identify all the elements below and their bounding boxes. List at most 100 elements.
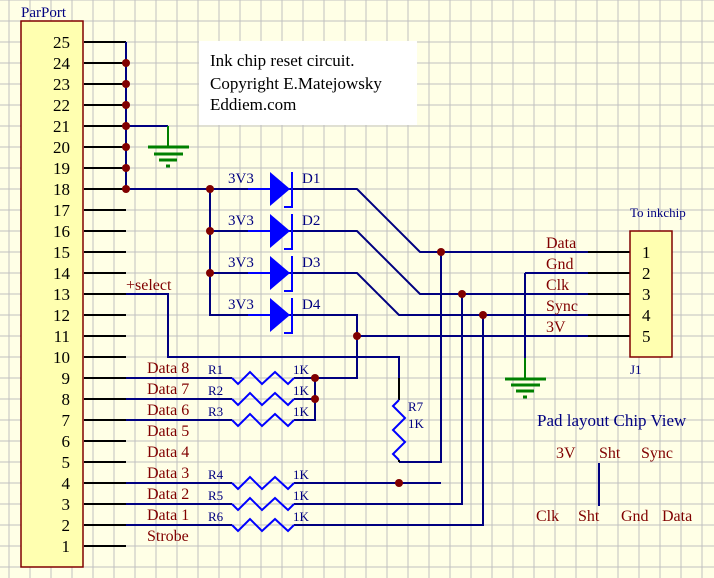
parport-connector: ParPort 25242322212019181716151413121110… [20, 5, 126, 568]
resistor-ref: R2 [208, 383, 223, 398]
parport-pin-number: 21 [53, 117, 70, 136]
resistor-value: 1K [293, 467, 310, 482]
select-label: +select [126, 277, 172, 294]
diode-ref: D3 [302, 255, 320, 271]
r6-out-wire [294, 315, 484, 526]
junction-dot [395, 479, 403, 487]
parport-pin-number: 8 [62, 390, 71, 409]
pad-top-3: Sync [641, 445, 673, 462]
resistor-zigzag-icon [231, 391, 295, 407]
resistor-ref: R4 [208, 467, 224, 482]
data-signal-label: Data 3 [147, 465, 189, 482]
ground-symbol-2 [505, 358, 546, 399]
data-signal-label: Strobe [147, 528, 189, 545]
junction-dot [206, 185, 214, 193]
resistor-r6: R6 1K [208, 509, 310, 533]
resistor-ref: R1 [208, 362, 223, 377]
parport-pin-number: 3 [62, 495, 71, 514]
inkchip-signal-label: Clk [546, 277, 569, 294]
junction-dot [122, 122, 130, 130]
parport-pin-number: 6 [62, 432, 71, 451]
resistor-r2: R2 1K [208, 383, 310, 407]
title-line-2: Copyright E.Matejowsky [210, 74, 382, 93]
resistor-zigzag-icon [231, 370, 295, 386]
junction-dot [311, 374, 319, 382]
diode-triangle-icon [270, 298, 290, 332]
parport-pins: 2524232221201918171615141312111098765432… [53, 33, 126, 556]
resistor-value: 1K [293, 383, 310, 398]
junction-dot [206, 227, 214, 235]
pad-bottom-3: Gnd [621, 508, 649, 525]
junction-dot [458, 290, 466, 298]
junction-dot [353, 332, 361, 340]
resistor-value: 1K [293, 509, 310, 524]
parport-pin-number: 20 [53, 138, 70, 157]
diode-bar-icon [284, 298, 293, 334]
parport-pin-number: 24 [53, 54, 71, 73]
data-signal-label: Data 6 [147, 402, 189, 419]
resistor-ref: R3 [208, 404, 223, 419]
diode-value: 3V3 [228, 213, 254, 229]
parport-pin-number: 25 [53, 33, 70, 52]
pad-bottom-2: Sht [578, 508, 600, 525]
parport-pin-number: 10 [53, 348, 70, 367]
resistor-r1: R1 1K [208, 362, 310, 386]
inkchip-body [629, 230, 673, 358]
wires [125, 42, 630, 526]
inkchip-signal-label: Sync [546, 298, 578, 315]
junction-dot [437, 248, 445, 256]
resistor-r4: R4 1K [208, 467, 310, 491]
inkchip-title: To inkchip [630, 205, 686, 220]
inkchip-pin-number: 5 [642, 327, 651, 346]
inkchip-signal-label: 3V [546, 319, 566, 336]
pad-bottom-4: Data [662, 508, 692, 525]
pad-layout-title: Pad layout Chip View [537, 411, 687, 430]
d4-to-3v-wire [290, 314, 630, 337]
inkchip-pin-number: 1 [642, 243, 651, 262]
parport-pin-number: 13 [53, 285, 70, 304]
resistor-value: 1K [293, 488, 310, 503]
r3-out-wire [294, 378, 316, 421]
junction-dot [122, 101, 130, 109]
data-signal-label: Data 4 [147, 444, 189, 461]
parport-pin-number: 1 [62, 537, 71, 556]
junction-dot [311, 395, 319, 403]
diode-bar-icon [284, 256, 293, 292]
junction-dot [206, 269, 214, 277]
junction-dot [479, 311, 487, 319]
select-to-r7-wire [126, 293, 400, 378]
parport-pin-number: 12 [53, 306, 70, 325]
parport-pin-number: 23 [53, 75, 70, 94]
junction-dot [122, 80, 130, 88]
diode-triangle-icon [270, 214, 290, 248]
data-signal-label: Data 2 [147, 486, 189, 503]
title-block-bg [199, 41, 417, 125]
parport-pin-number: 5 [62, 453, 71, 472]
parport-pin-number: 4 [62, 474, 71, 493]
resistor-ref: R6 [208, 509, 224, 524]
r7-to-data-wire [399, 252, 442, 463]
diode-ref: D1 [302, 171, 320, 187]
inkchip-signal-label: Gnd [546, 256, 574, 273]
resistor-value: 1K [293, 362, 310, 377]
inkchip-ref: J1 [630, 362, 642, 377]
resistor-zigzag-icon [391, 399, 407, 461]
ground-symbol-1 [148, 126, 189, 168]
resistor-zigzag-icon [231, 496, 295, 512]
parport-pin-number: 9 [62, 369, 71, 388]
junctions [122, 59, 487, 487]
diode-bar-icon [284, 172, 293, 208]
data-signal-label: Data 8 [147, 360, 189, 377]
parport-pin-number: 22 [53, 96, 70, 115]
